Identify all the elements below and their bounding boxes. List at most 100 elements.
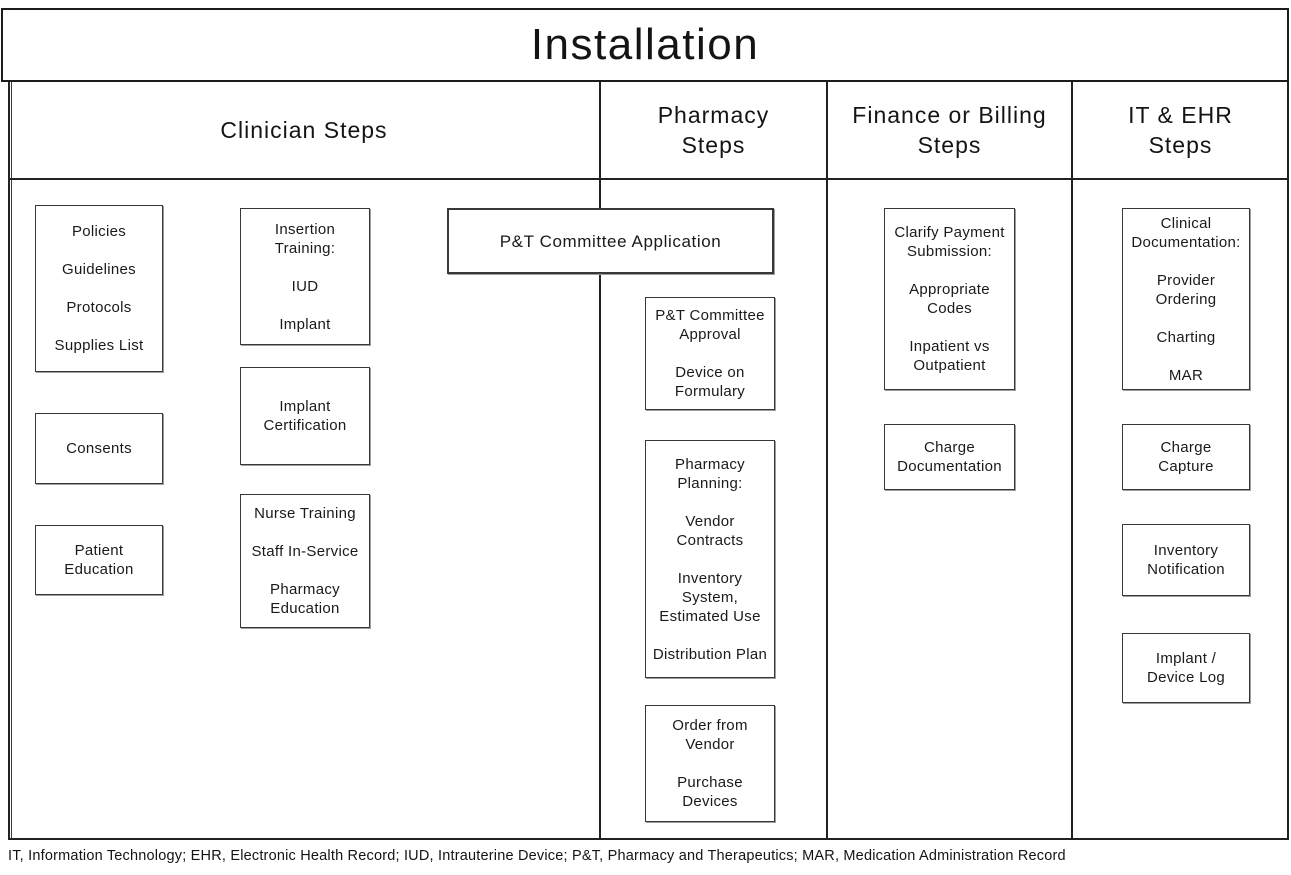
text-line [303, 296, 307, 315]
text-line: Pharmacy [657, 102, 770, 128]
text-line: Approval [679, 326, 741, 343]
text-line: IT & EHR [1128, 102, 1233, 128]
text-line: Certification [263, 417, 347, 434]
text-line [947, 261, 951, 280]
text-line: Clinical [1160, 214, 1212, 232]
text-line: Inventory [1153, 542, 1219, 559]
text-line: Inpatient vs [909, 338, 990, 355]
inner-left-border [11, 82, 12, 838]
page-title: Installation [530, 20, 760, 69]
text-line [97, 241, 101, 260]
text-line: Contracts [676, 531, 744, 549]
text-line: P&T Committee [655, 307, 765, 324]
text-line: Planning: [677, 474, 743, 492]
text-line: Charge [924, 439, 975, 456]
text-line: Device Log [1146, 669, 1226, 686]
text-line: Appropriate [909, 281, 990, 298]
text-line [708, 754, 712, 773]
text-line: Device on [675, 364, 745, 381]
text-line [97, 317, 101, 336]
text-line [708, 344, 712, 363]
text-line: Clinician Steps [220, 117, 388, 143]
text-line: Nurse Training [254, 505, 356, 522]
text-line: Consents [66, 440, 132, 457]
text-line [97, 279, 101, 298]
text-line: Staff In-Service [251, 543, 359, 560]
text-line: Order from [672, 717, 748, 734]
column-header-clinician: Clinician Steps [8, 82, 600, 180]
text-line: Protocols [66, 299, 132, 316]
text-line: System, [681, 588, 739, 606]
text-line: Outpatient [913, 357, 986, 374]
text-line: Estimated Use [659, 607, 761, 625]
divider-clinician-pharmacy [599, 82, 601, 840]
text-line [708, 626, 712, 645]
text-line [303, 561, 307, 580]
nurse-training-box: Nurse Training Staff In-Service Pharmacy… [240, 494, 370, 628]
text-line: Supplies List [54, 337, 144, 354]
text-line: Steps [1148, 132, 1213, 158]
text-line: Insertion [274, 220, 336, 238]
text-line: Ordering [1155, 290, 1217, 308]
text-line: Implant [279, 315, 331, 333]
text-line [1184, 309, 1188, 328]
text-line: IUD [291, 277, 319, 295]
text-line: Steps [917, 132, 982, 158]
text-line [1184, 252, 1188, 271]
text-line: Education [270, 600, 340, 617]
pt-committee-application-box: P&T Committee Application [447, 208, 774, 274]
text-line: Training: [274, 239, 336, 257]
divider-finance-it [1071, 82, 1073, 840]
text-line [303, 258, 307, 277]
text-line: Provider [1156, 271, 1216, 289]
text-line: Vendor [685, 736, 735, 753]
text-line: Implant [279, 398, 331, 415]
text-line: Submission: [906, 243, 992, 260]
text-line [708, 550, 712, 569]
text-line [1184, 347, 1188, 366]
text-line: Devices [682, 793, 738, 810]
text-line [708, 493, 712, 512]
text-line: Pharmacy [270, 581, 340, 598]
text-line: P&T Committee Application [499, 231, 722, 251]
text-line: Pharmacy [675, 455, 745, 473]
text-line: Capture [1158, 458, 1214, 475]
column-header-it-ehr: IT & EHR Steps [1072, 82, 1289, 180]
implant-device-log-box: Implant / Device Log [1122, 633, 1250, 703]
title-box: Installation [1, 8, 1289, 82]
text-line: Finance or Billing [852, 102, 1047, 128]
text-line [947, 318, 951, 337]
text-line: Policies [71, 223, 127, 240]
table-frame [8, 82, 1289, 840]
text-line: Patient [74, 542, 124, 559]
divider-pharmacy-finance [826, 82, 828, 840]
text-line: Distribution Plan [652, 645, 768, 663]
text-line: Notification [1147, 561, 1225, 578]
text-line: Codes [927, 300, 972, 317]
policies-box: Policies Guidelines Protocols Supplies L… [35, 205, 163, 372]
text-line [303, 523, 307, 542]
text-line: Implant / [1155, 650, 1217, 667]
text-line: Formulary [674, 383, 746, 400]
text-line: Purchase [677, 774, 743, 791]
text-line: Inventory [677, 569, 743, 587]
text-line: Charge [1160, 439, 1212, 456]
text-line: Guidelines [62, 261, 136, 278]
text-line: Steps [681, 132, 746, 158]
text-line: Vendor [685, 512, 735, 530]
consents-box: Consents [35, 413, 163, 484]
text-line: MAR [1168, 366, 1204, 384]
